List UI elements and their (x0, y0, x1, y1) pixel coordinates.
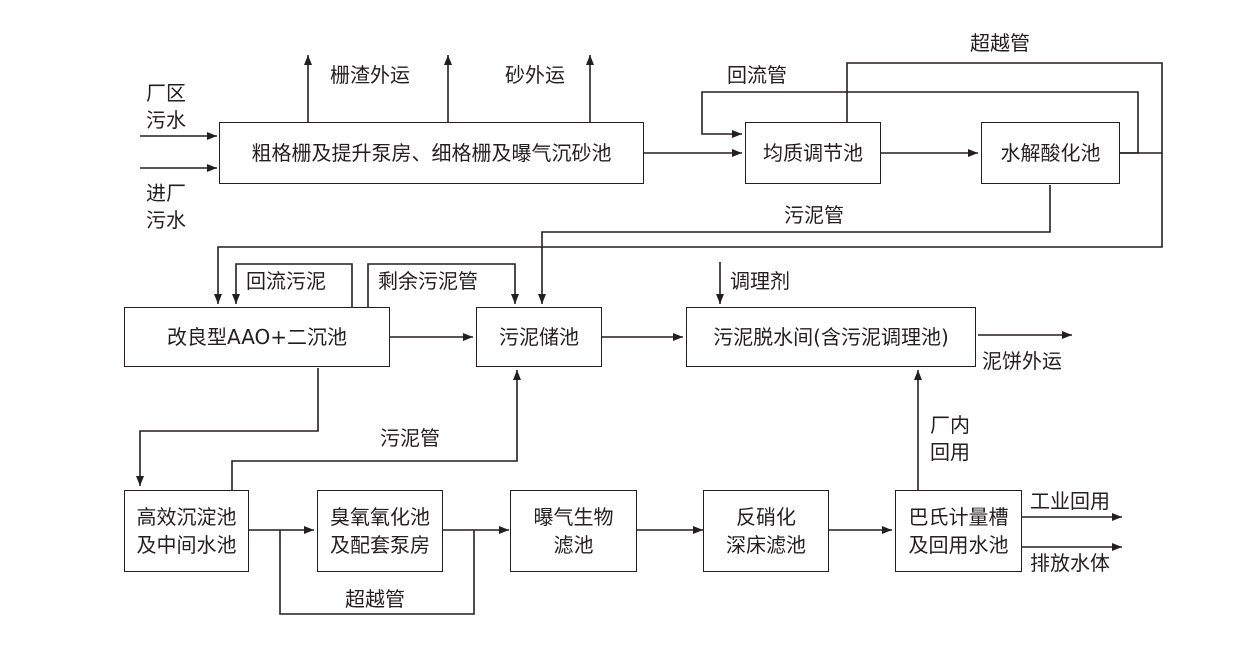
incoming-sewage-label: 进厂 污水 (146, 181, 186, 232)
screening-node: 粗格栅及提升泵房、细格栅及曝气沉砂池 (219, 122, 644, 184)
equalization-node: 均质调节池 (745, 122, 881, 184)
bypass-top-label: 超越管 (970, 31, 1030, 55)
bypass-bottom-label: 超越管 (345, 587, 405, 611)
sedimentation-sludge-line (231, 370, 521, 490)
sludge-pipe-mid-label: 污泥管 (380, 426, 440, 450)
cake-out-label: 泥饼外运 (982, 349, 1062, 373)
sludge-storage-node: 污泥储池 (476, 307, 602, 367)
excess-sludge-line (367, 263, 519, 307)
sedimentation-node: 高效沉淀池 及中间水池 (124, 490, 249, 572)
sludge-pipe-top-label: 污泥管 (784, 203, 844, 227)
conditioner-label: 调理剂 (730, 269, 790, 293)
hydrolysis-sludge-line (538, 185, 1051, 304)
plant-sewage-label: 厂区 污水 (146, 81, 186, 132)
ozone-node: 臭氧氧化池 及配套泵房 (317, 490, 443, 572)
aao-node: 改良型AAO+二沉池 (124, 307, 390, 367)
bypass-top-line (214, 62, 1163, 304)
return-sludge-line (232, 263, 353, 307)
hydrolysis-node: 水解酸化池 (981, 122, 1120, 184)
parshall-node: 巴氏计量槽 及回用水池 (895, 490, 1022, 572)
plant-reuse-label: 厂内 回用 (930, 413, 970, 464)
bypass-bottom-line (279, 530, 475, 615)
return-sludge-label: 回流污泥 (246, 269, 326, 293)
aao-to-sedimentation-line (136, 368, 319, 486)
return-pipe-label: 回流管 (727, 63, 787, 87)
denitrification-node: 反硝化 深床滤池 (703, 490, 829, 572)
discharge-label: 排放水体 (1030, 551, 1110, 575)
baf-node: 曝气生物 滤池 (510, 490, 637, 572)
dewatering-node: 污泥脱水间(含污泥调理池) (686, 307, 976, 367)
screenings-out-label: 栅渣外运 (330, 63, 410, 87)
industrial-reuse-label: 工业回用 (1030, 489, 1110, 513)
grit-out-label: 砂外运 (505, 63, 565, 87)
excess-sludge-pipe-label: 剩余污泥管 (378, 269, 478, 293)
